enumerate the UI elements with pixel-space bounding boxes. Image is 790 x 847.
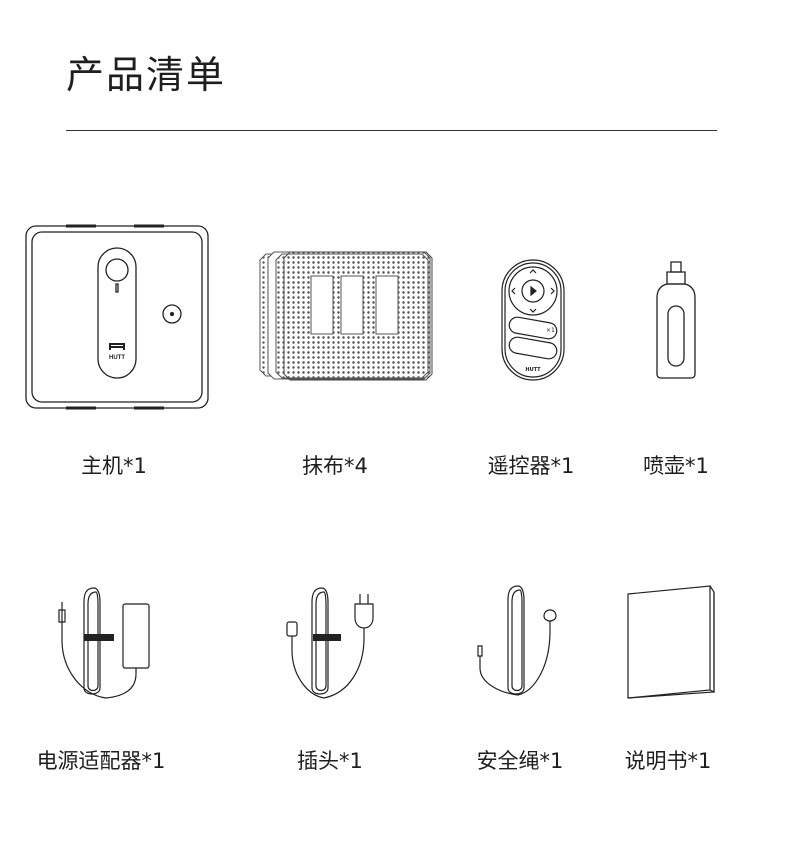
item-label-manual: 说明书*1 — [624, 749, 712, 773]
item-label-cloth: 抹布*4 — [302, 454, 368, 478]
page-title: 产品清单 — [66, 53, 227, 97]
item-label-robot: 主机*1 — [81, 454, 147, 478]
remote-logo: HUTT — [525, 367, 541, 373]
remote-icon: ×1 HUTT — [500, 258, 566, 382]
divider — [66, 130, 717, 131]
item-label-spray: 喷壶*1 — [643, 454, 709, 478]
brand-logo: HUTT — [109, 355, 125, 361]
safety-rope-icon — [470, 580, 570, 705]
item-label-adapter: 电源适配器*1 — [36, 749, 166, 773]
cloth-icon — [256, 250, 436, 385]
speed-label: ×1 — [546, 327, 555, 334]
item-label-plug: 插头*1 — [297, 749, 363, 773]
robot-icon: HUTT — [22, 222, 212, 412]
item-label-rope: 安全绳*1 — [476, 749, 564, 773]
item-label-remote: 遥控器*1 — [487, 454, 575, 478]
spray-bottle-icon — [654, 260, 698, 380]
power-adapter-icon — [50, 580, 160, 705]
manual-icon — [624, 582, 718, 702]
plug-icon — [285, 580, 385, 705]
